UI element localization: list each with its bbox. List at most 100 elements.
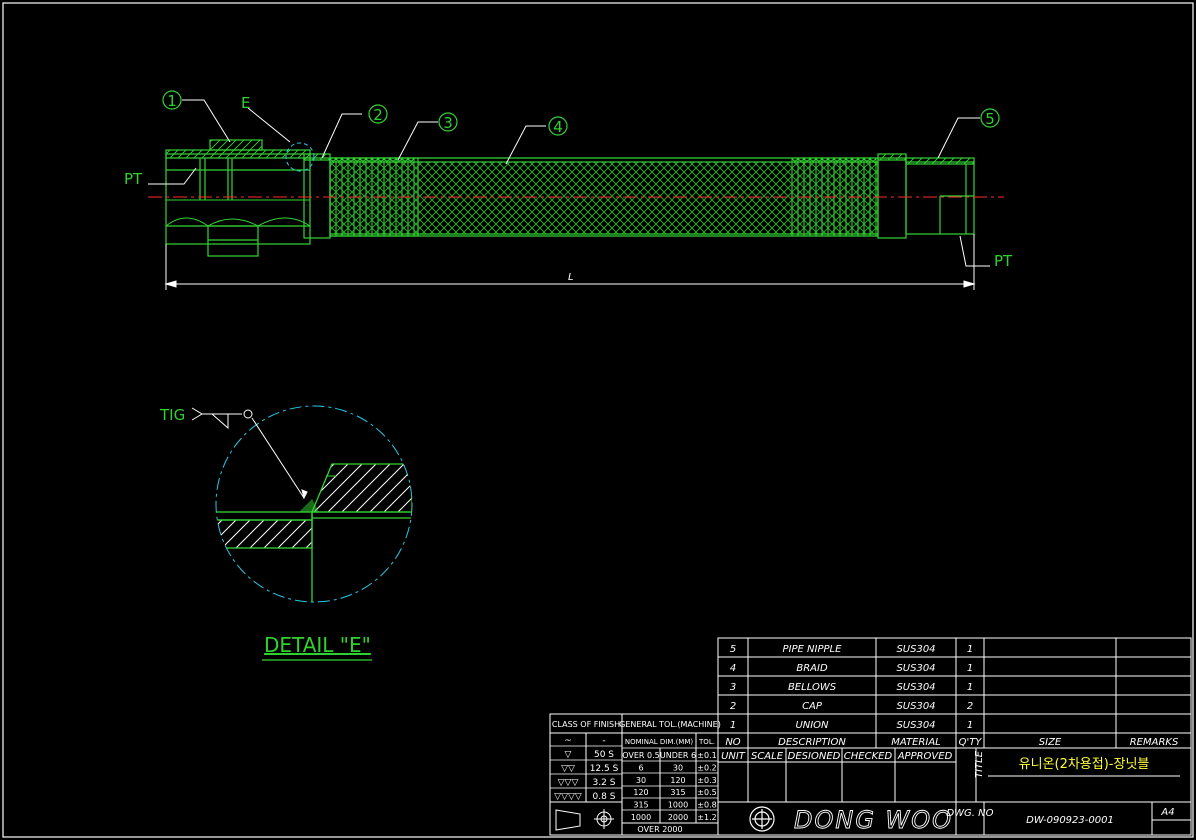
finish-value: - — [602, 736, 605, 746]
finish-value: 50 S — [594, 750, 614, 760]
tolerance-over: 30 — [636, 776, 646, 785]
header-material: MATERIAL — [891, 737, 940, 748]
bom-material: SUS304 — [896, 720, 935, 731]
dwg-no-label: DWG. NO — [946, 808, 993, 819]
tolerance-under: UNDER 6 — [660, 751, 696, 760]
balloon-leaders — [148, 99, 990, 267]
tolerance-under: 120 — [670, 776, 685, 785]
tolerance-over: OVER 0.5 — [622, 751, 660, 760]
balloon-4-number: 4 — [553, 118, 563, 136]
header-description: DESCRIPTION — [778, 737, 846, 748]
bom-description: BRAID — [796, 663, 828, 674]
tolerance-over: 1000 — [631, 813, 651, 822]
sign-scale: SCALE — [751, 751, 784, 762]
bom-no: 5 — [730, 644, 736, 655]
finish-symbol: ~ — [564, 736, 572, 746]
bom-material: SUS304 — [896, 663, 935, 674]
tolerance-value: ±0.2 — [697, 763, 716, 772]
dwg-no: DW-090923-0001 — [1026, 815, 1114, 826]
tolerance-col-tol: TOL. — [698, 738, 715, 746]
sheet-size: A4 — [1160, 807, 1174, 818]
detail-e-view — [215, 405, 413, 603]
union-nut — [165, 153, 311, 245]
bom-description: UNION — [795, 720, 829, 731]
tolerance-value: ±0.3 — [697, 776, 716, 785]
finish-symbol: ▽▽▽▽ — [554, 792, 582, 802]
bom-qty: 2 — [967, 701, 973, 712]
tolerance-under: 315 — [670, 788, 685, 797]
tolerance-value: ±0.1 — [697, 751, 716, 760]
drawing-title: 유니온(2차용접)-장닛블 — [1019, 757, 1150, 772]
bom-qty: 1 — [967, 663, 973, 674]
tolerance-header: GENERAL TOL.(MACHINE) — [619, 720, 721, 729]
union-thread — [165, 149, 311, 159]
balloons — [162, 90, 1000, 136]
finish-symbol: ▽▽ — [561, 764, 575, 774]
bom-description: BELLOWS — [788, 682, 837, 693]
sign-approved: APPROVED — [897, 751, 953, 762]
header-qty: Q'TY — [959, 737, 983, 748]
company-name: DONG WOO — [794, 806, 953, 834]
balloon-3 — [438, 112, 458, 132]
finish-symbol: ▽ — [565, 750, 572, 760]
weld-label: TIG — [159, 406, 185, 424]
tolerance-under: 2000 — [668, 813, 688, 822]
company-logo — [749, 806, 775, 832]
hose-assembly — [165, 139, 975, 257]
tolerance-under: 30 — [673, 763, 683, 772]
tolerance-value: ±0.5 — [697, 788, 716, 797]
bom-qty: 1 — [967, 644, 973, 655]
bom-description: CAP — [802, 701, 823, 712]
tolerance-over: 120 — [633, 788, 648, 797]
finish-header: CLASS OF FINISH — [552, 720, 620, 729]
bom-material: SUS304 — [896, 644, 935, 655]
bom-table: 5 PIPE NIPPLE SUS304 1 4 BRAID SUS304 1 3 BELLOWS… — [730, 644, 973, 731]
balloon-3-number: 3 — [443, 114, 453, 132]
bom-no: 3 — [730, 682, 736, 693]
length-dimension — [164, 234, 976, 290]
bom-no: 1 — [730, 720, 736, 731]
finish-value: 3.2 S — [593, 778, 616, 788]
balloon-5-number: 5 — [985, 110, 995, 128]
tolerance-last: OVER 2000 — [637, 825, 682, 834]
tig-weld-symbol — [191, 407, 308, 500]
header-remarks: REMARKS — [1130, 737, 1179, 748]
tolerance-value: ±1.2 — [697, 813, 716, 822]
finish-table: ~-▽50 S▽▽12.5 S▽▽▽3.2 S▽▽▽▽0.8 S — [554, 736, 618, 802]
detail-ref-label: E — [241, 94, 250, 112]
bom-no: 4 — [730, 663, 736, 674]
sign-designed: DESIONED — [788, 751, 841, 762]
tolerance-under: 1000 — [668, 801, 688, 810]
tolerance-over: 6 — [638, 763, 643, 772]
projection-symbol-icon — [555, 809, 614, 831]
title-block — [549, 637, 1192, 836]
detail-title: DETAIL "E" — [264, 633, 371, 657]
balloon-1 — [162, 90, 182, 110]
finish-row-lines — [550, 745, 718, 811]
balloon-2-number: 2 — [373, 106, 383, 124]
pt-right-label: PT — [994, 252, 1013, 270]
bom-material: SUS304 — [896, 701, 935, 712]
bom-qty: 1 — [967, 720, 973, 731]
balloon-2 — [368, 104, 388, 124]
balloon-1-number: 1 — [167, 92, 177, 110]
title-label: TITLE — [974, 750, 985, 778]
length-label: L — [568, 272, 574, 283]
finish-symbol: ▽▽▽ — [558, 778, 579, 788]
header-no: NO — [725, 737, 740, 748]
finish-value: 0.8 S — [593, 792, 616, 802]
tolerance-over: 315 — [633, 801, 648, 810]
cap-right — [877, 157, 907, 239]
braid — [329, 161, 879, 235]
bom-description: PIPE NIPPLE — [783, 644, 843, 655]
bom-no: 2 — [730, 701, 736, 712]
header-size: SIZE — [1039, 737, 1062, 748]
tolerance-value: ±0.8 — [697, 801, 716, 810]
pt-left-label: PT — [124, 170, 143, 188]
bom-qty: 1 — [967, 682, 973, 693]
sign-checked: CHECKED — [844, 751, 893, 762]
tolerance-col-nominal: NOMINAL DIM.(MM) — [625, 738, 694, 746]
